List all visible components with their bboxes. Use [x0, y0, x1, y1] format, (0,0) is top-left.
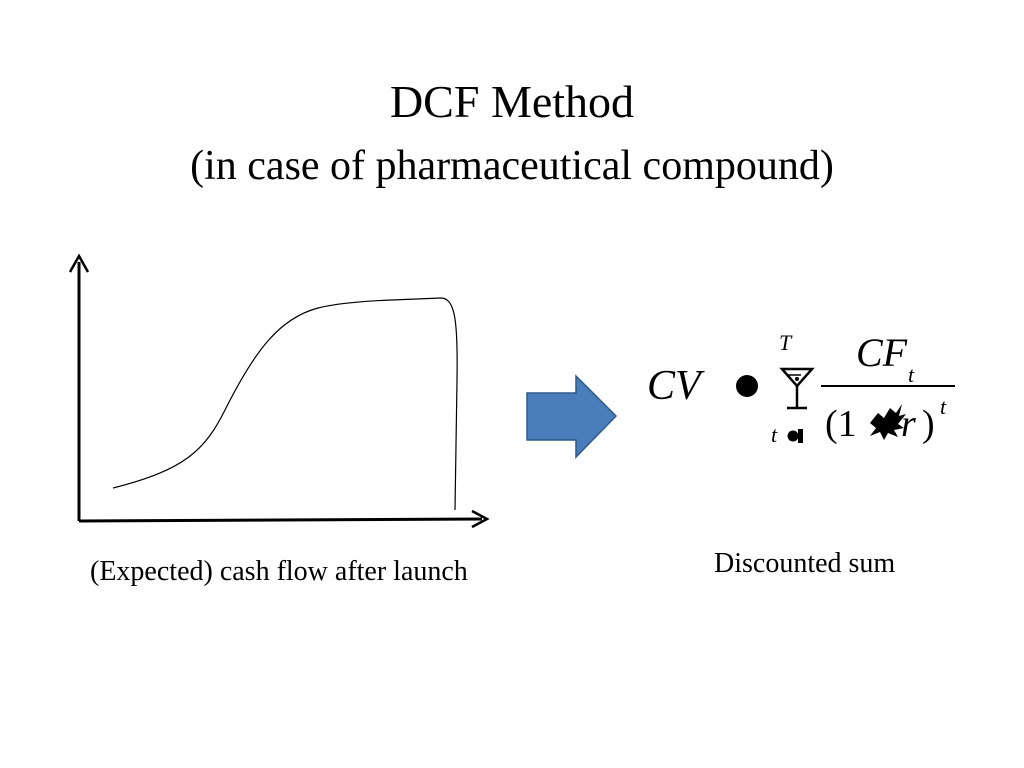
sum-lower-glyph: [787, 429, 803, 443]
denominator-open: (1: [825, 403, 857, 445]
slide-subtitle: (in case of pharmaceutical compound): [190, 143, 834, 189]
cashflow-curve: [112, 297, 458, 511]
cashflow-axes: [68, 253, 490, 529]
sum-upper-limit: T: [779, 330, 793, 355]
sum-glyph: [779, 367, 815, 410]
equals-glyph: [736, 375, 758, 397]
y-axis-arrowhead: [68, 253, 90, 273]
dcf-formula: CV T t CF t (1 r ) t: [647, 330, 955, 447]
denominator-var: r: [901, 403, 916, 445]
denominator-exponent: t: [940, 394, 947, 419]
slide-title: DCF Method: [389, 76, 635, 127]
plus-glyph: [870, 404, 906, 440]
x-axis: [78, 517, 483, 523]
cashflow-caption: (Expected) cash flow after launch: [90, 556, 468, 587]
denominator-close: ): [922, 403, 935, 445]
numerator-subscript: t: [908, 362, 915, 387]
right-arrow-shape: [526, 374, 618, 459]
sum-lower-var: t: [771, 422, 778, 447]
formula-lhs: CV: [647, 363, 705, 409]
numerator-cf: CF: [856, 330, 908, 375]
discounted-sum-caption: Discounted sum: [714, 548, 896, 579]
x-axis-arrowhead: [471, 509, 490, 529]
